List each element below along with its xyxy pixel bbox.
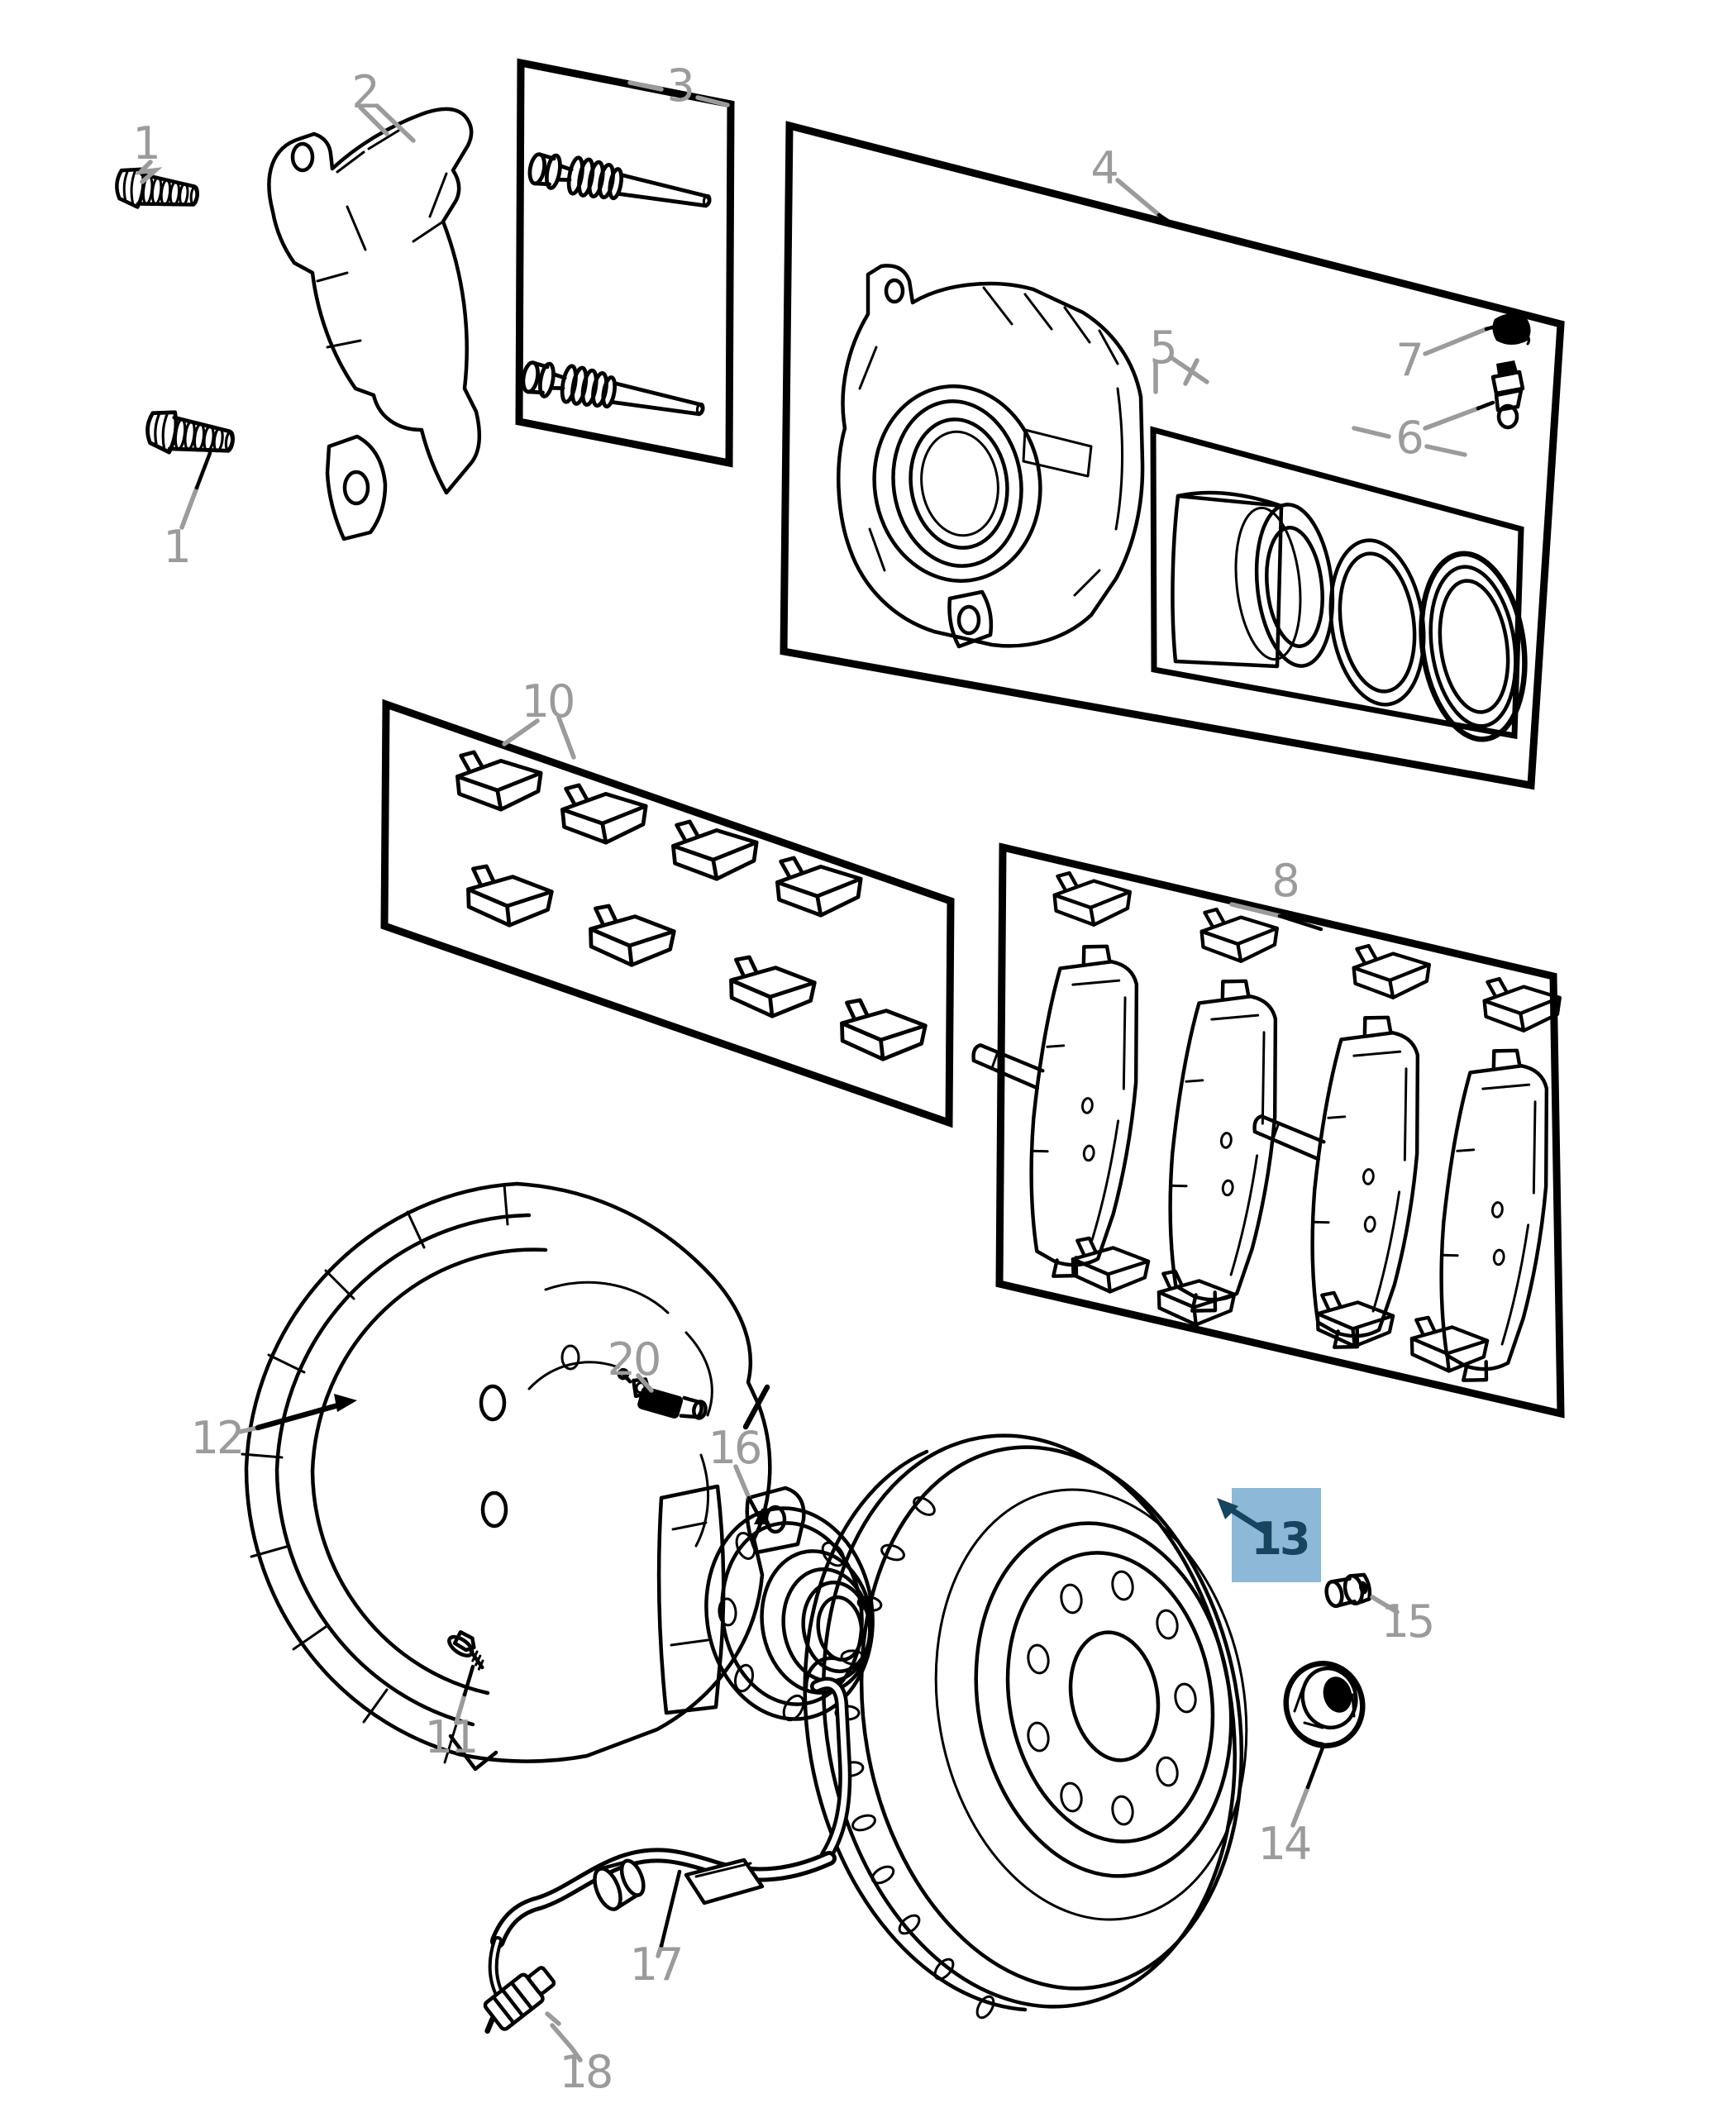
callout-8: 8 [1271,855,1300,907]
callout-4: 4 [1090,142,1118,194]
bleeder-screw-cap [1492,313,1531,346]
pad-retainer-clip-kit-box [380,699,955,1128]
callout-17: 17 [629,1939,684,1991]
callout-5: 5 [1149,322,1177,374]
brake-caliper [837,264,1145,649]
callout-3: 3 [666,60,694,112]
wheel-speed-sensor [617,1367,708,1420]
brake-rotor [803,1433,1248,2020]
shield-bolt [447,1629,484,1671]
callout-18: 18 [559,2046,614,2098]
callout-14: 14 [1257,1818,1313,1870]
bleeder-screw [1490,360,1525,430]
callout-1-upper: 1 [132,117,160,169]
callout-1-lower: 1 [163,521,191,573]
caliper-adapter-bracket [267,107,482,541]
caliper-piston-seal-kit [1150,426,1528,742]
callout-11: 11 [424,1711,479,1763]
callout-12: 12 [190,1412,246,1464]
highlight-box-13 [1232,1488,1321,1582]
hub-nut [1283,1661,1366,1748]
callout-10: 10 [521,675,576,727]
brake-pad-kit-box [948,842,1565,1419]
rotor-retaining-bolt [1324,1572,1372,1609]
leader-lines [134,80,1504,2063]
splash-shield [241,1181,772,1772]
callout-7: 7 [1395,334,1424,386]
callout-2: 2 [351,66,379,118]
callout-6: 6 [1395,412,1424,464]
callout-20: 20 [607,1333,662,1385]
callout-13-highlighted: 13 [1251,1513,1310,1565]
brake-caliper-box [780,121,1565,790]
callout-16: 16 [708,1422,763,1474]
callout-15: 15 [1381,1595,1436,1648]
sensor-connector [483,1966,556,2034]
